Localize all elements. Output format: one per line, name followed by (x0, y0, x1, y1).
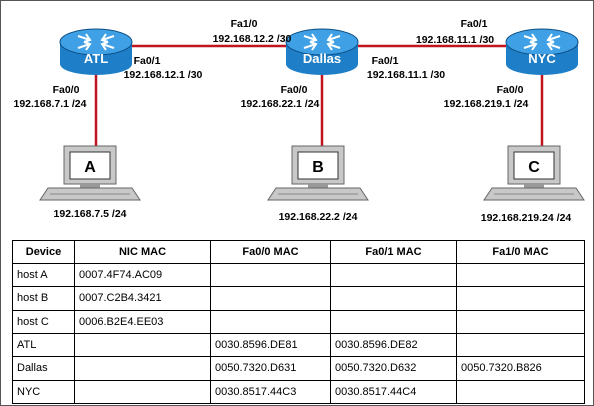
nyc-fa00-name: Fa0/0 (497, 84, 524, 96)
host-ip: 192.168.22.2 /24 (279, 211, 358, 223)
nyc-fa00-ip: 192.168.219.1 /24 (444, 98, 529, 110)
router-base (506, 53, 578, 75)
host-letter: C (528, 159, 540, 176)
table-cell: host A (12, 262, 75, 288)
dallas-fa01-ip: 192.168.11.1 /30 (367, 69, 445, 81)
table-cell (210, 286, 331, 311)
table-row: host A 0007.4F74.AC09 (12, 262, 585, 288)
atl-fa00-ip: 192.168.7.1 /24 (14, 98, 87, 110)
router-base (286, 53, 358, 75)
dallas-fa00-name: Fa0/0 (281, 84, 308, 96)
table-cell (74, 332, 211, 358)
host-letter: B (312, 159, 324, 176)
monitor-stand (80, 184, 100, 188)
router-top (285, 28, 359, 56)
nyc-fa01-ip: 192.168.11.1 /30 (416, 34, 494, 46)
dallas-fa10-name: Fa1/0 (231, 18, 258, 30)
host-letter: A (84, 159, 96, 176)
table-cell: 0030.8596.DE81 (210, 332, 331, 358)
table-cell (210, 309, 331, 334)
table-cell: host C (12, 309, 75, 334)
table-cell (330, 286, 457, 311)
monitor-screen (513, 151, 555, 180)
host-a[interactable]: A 192.168.7.5 /24 (39, 145, 141, 220)
table-cell (456, 262, 585, 288)
table-cell: Dallas (12, 356, 75, 381)
host-ip: 192.168.219.24 /24 (481, 212, 572, 224)
interface-labels: Fa1/0 192.168.12.2 /30 Fa0/1 192.168.12.… (14, 18, 529, 110)
atl-fa00-name: Fa0/0 (53, 84, 80, 96)
column-header: Device (12, 240, 75, 264)
router-arrows-icon (523, 33, 561, 51)
router-arrows-icon (303, 33, 341, 51)
router-dallas[interactable]: Dallas (285, 28, 359, 75)
table-cell: 0006.B2E4.EE03 (74, 309, 211, 334)
column-header: Fa0/1 MAC (330, 240, 457, 264)
table-cell: NYC (12, 379, 75, 405)
monitor-screen (69, 151, 111, 180)
router-name: ATL (84, 51, 108, 66)
table-cell: 0050.7320.B826 (456, 356, 585, 381)
host-b[interactable]: B 192.168.22.2 /24 (267, 145, 369, 223)
table-cell (74, 379, 211, 405)
router-name: Dallas (303, 51, 341, 66)
table-row: host C 0006.B2E4.EE03 (12, 309, 585, 334)
router-arrows-icon (77, 33, 115, 51)
host-c[interactable]: C 192.168.219.24 /24 (481, 145, 585, 224)
column-header: Fa0/0 MAC (210, 240, 331, 264)
monitor-stand (308, 184, 328, 188)
dallas-fa01-name: Fa0/1 (372, 55, 399, 67)
column-header: NIC MAC (74, 240, 211, 264)
mac-address-table: Device NIC MAC Fa0/0 MAC Fa0/1 MAC Fa1/0… (12, 240, 585, 405)
atl-fa01-name: Fa0/1 (134, 55, 161, 67)
dallas-fa00-ip: 192.168.22.1 /24 (241, 98, 320, 110)
router-atl[interactable]: ATL (59, 28, 133, 75)
atl-fa01-ip: 192.168.12.1 /30 (124, 69, 203, 81)
router-top (505, 28, 579, 56)
nyc-fa01-name: Fa0/1 (461, 18, 488, 30)
router-nyc[interactable]: NYC (505, 28, 579, 75)
table-cell (456, 379, 585, 405)
table-cell: 0007.4F74.AC09 (74, 262, 211, 288)
table-cell: 0050.7320.D631 (210, 356, 331, 381)
table-cell: 0030.8517.44C3 (210, 379, 331, 405)
table-cell: 0007.C2B4.3421 (74, 286, 211, 311)
router-top (59, 28, 133, 56)
table-cell: ATL (12, 332, 75, 358)
table-cell (210, 262, 331, 288)
table-cell (456, 286, 585, 311)
table-cell (74, 356, 211, 381)
table-cell (456, 309, 585, 334)
table-row: host B 0007.C2B4.3421 (12, 286, 585, 311)
dallas-fa10-ip: 192.168.12.2 /30 (213, 33, 292, 45)
table-row: NYC 0030.8517.44C3 0030.8517.44C4 (12, 379, 585, 405)
table-row: Dallas 0050.7320.D631 0050.7320.D632 005… (12, 356, 585, 381)
monitor-screen (297, 151, 339, 180)
table-header-row: Device NIC MAC Fa0/0 MAC Fa0/1 MAC Fa1/0… (12, 240, 585, 264)
table-cell: 0030.8596.DE82 (330, 332, 457, 358)
host-ip: 192.168.7.5 /24 (54, 208, 127, 220)
table-cell: 0050.7320.D632 (330, 356, 457, 381)
table-cell (330, 262, 457, 288)
column-header: Fa1/0 MAC (456, 240, 585, 264)
monitor-stand (524, 184, 544, 188)
router-name: NYC (528, 51, 556, 66)
router-base (60, 53, 132, 75)
table-row: ATL 0030.8596.DE81 0030.8596.DE82 (12, 332, 585, 358)
network-topology: ATL Dallas NYC A 192.168.7.5 (14, 18, 585, 224)
table-cell (456, 332, 585, 358)
table-cell (330, 309, 457, 334)
table-cell: host B (12, 286, 75, 311)
table-cell: 0030.8517.44C4 (330, 379, 457, 405)
